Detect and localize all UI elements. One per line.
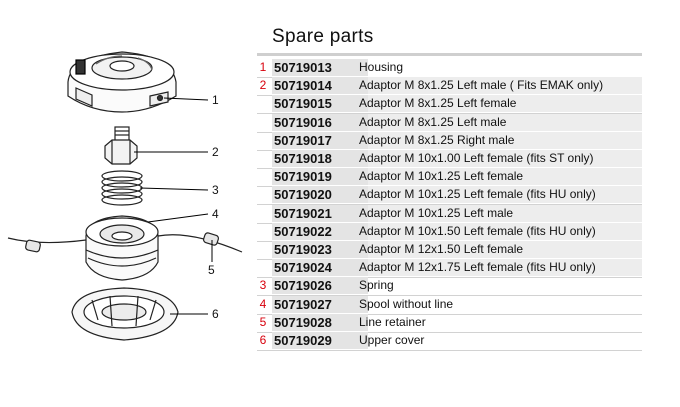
spool-drawing <box>85 215 159 281</box>
spring-drawing <box>101 170 143 206</box>
row-divider <box>257 350 642 351</box>
row-background <box>359 113 642 131</box>
row-background <box>359 259 642 277</box>
part-number: 50719029 <box>272 332 368 349</box>
part-number: 50719022 <box>272 222 368 240</box>
part-number: 50719024 <box>272 259 368 277</box>
part-number: 50719015 <box>272 95 368 113</box>
row-divider <box>257 331 642 333</box>
part-number: 50719018 <box>272 150 368 167</box>
part-number: 50719023 <box>272 241 368 258</box>
adaptor-drawing <box>104 126 138 165</box>
row-divider <box>257 295 642 297</box>
part-description: Adaptor M 10x1.50 Left female (fits HU o… <box>359 223 596 238</box>
part-description: Line retainer <box>359 314 426 329</box>
part-description: Adaptor M 8x1.25 Left female <box>359 96 517 111</box>
row-background <box>359 277 642 294</box>
part-description: Upper cover <box>359 333 425 347</box>
part-number: 50719026 <box>272 277 368 295</box>
row-background <box>359 186 642 204</box>
part-description: Adaptor M 10x1.25 Left male <box>359 205 514 220</box>
part-number: 50719016 <box>272 113 368 131</box>
row-background <box>359 131 642 149</box>
item-number: 6 <box>259 333 267 347</box>
part-description: Adaptor M 8x1.25 Left male <box>359 114 507 129</box>
part-number: 50719014 <box>272 77 368 95</box>
part-number: 50719021 <box>272 204 368 222</box>
item-number: 2 <box>259 78 267 93</box>
row-background <box>359 77 642 95</box>
part-description: Adaptor M 10x1.25 Left female <box>359 169 524 184</box>
row-divider <box>257 313 642 315</box>
exploded-parts-diagram: 1 2 3 4 5 6 <box>7 51 243 341</box>
row-background <box>359 241 642 258</box>
item-number: 4 <box>259 296 267 311</box>
callout-5: 5 <box>208 263 215 277</box>
row-background <box>359 168 642 186</box>
item-number: 3 <box>259 278 267 293</box>
part-description: Spool without line <box>359 296 454 311</box>
part-description: Adaptor M 12x1.75 Left female (fits HU o… <box>359 260 596 275</box>
row-divider <box>257 277 642 279</box>
title-divider <box>257 53 642 56</box>
line-and-retainer-drawing <box>7 232 243 253</box>
part-number: 50719020 <box>272 186 368 204</box>
item-number: 5 <box>259 314 267 329</box>
part-description: Housing <box>359 60 404 74</box>
part-number: 50719013 <box>272 59 368 76</box>
part-description: Adaptor M 10x1.25 Left female (fits HU o… <box>359 187 596 202</box>
row-background <box>359 95 642 113</box>
part-number: 50719028 <box>272 313 368 331</box>
housing-drawing <box>67 51 177 113</box>
callout-1: 1 <box>212 93 219 107</box>
part-description: Spring <box>359 278 394 293</box>
part-description: Adaptor M 10x1.00 Left female (fits ST o… <box>359 151 594 165</box>
upper-cover-drawing <box>71 287 179 341</box>
row-background <box>359 204 642 222</box>
row-background <box>359 222 642 240</box>
part-number: 50719027 <box>272 295 368 313</box>
callout-6: 6 <box>212 307 219 321</box>
part-description: Adaptor M 8x1.25 Left male ( Fits EMAK o… <box>359 78 604 93</box>
part-description: Adaptor M 12x1.50 Left female <box>359 242 524 256</box>
row-background <box>359 150 642 167</box>
callout-3: 3 <box>212 183 219 197</box>
part-description: Adaptor M 8x1.25 Right male <box>359 132 515 147</box>
part-number: 50719017 <box>272 131 368 149</box>
page-title: Spare parts <box>272 26 374 47</box>
part-number: 50719019 <box>272 168 368 186</box>
callout-4: 4 <box>212 207 219 221</box>
callout-2: 2 <box>212 145 219 159</box>
item-number: 1 <box>259 60 267 74</box>
